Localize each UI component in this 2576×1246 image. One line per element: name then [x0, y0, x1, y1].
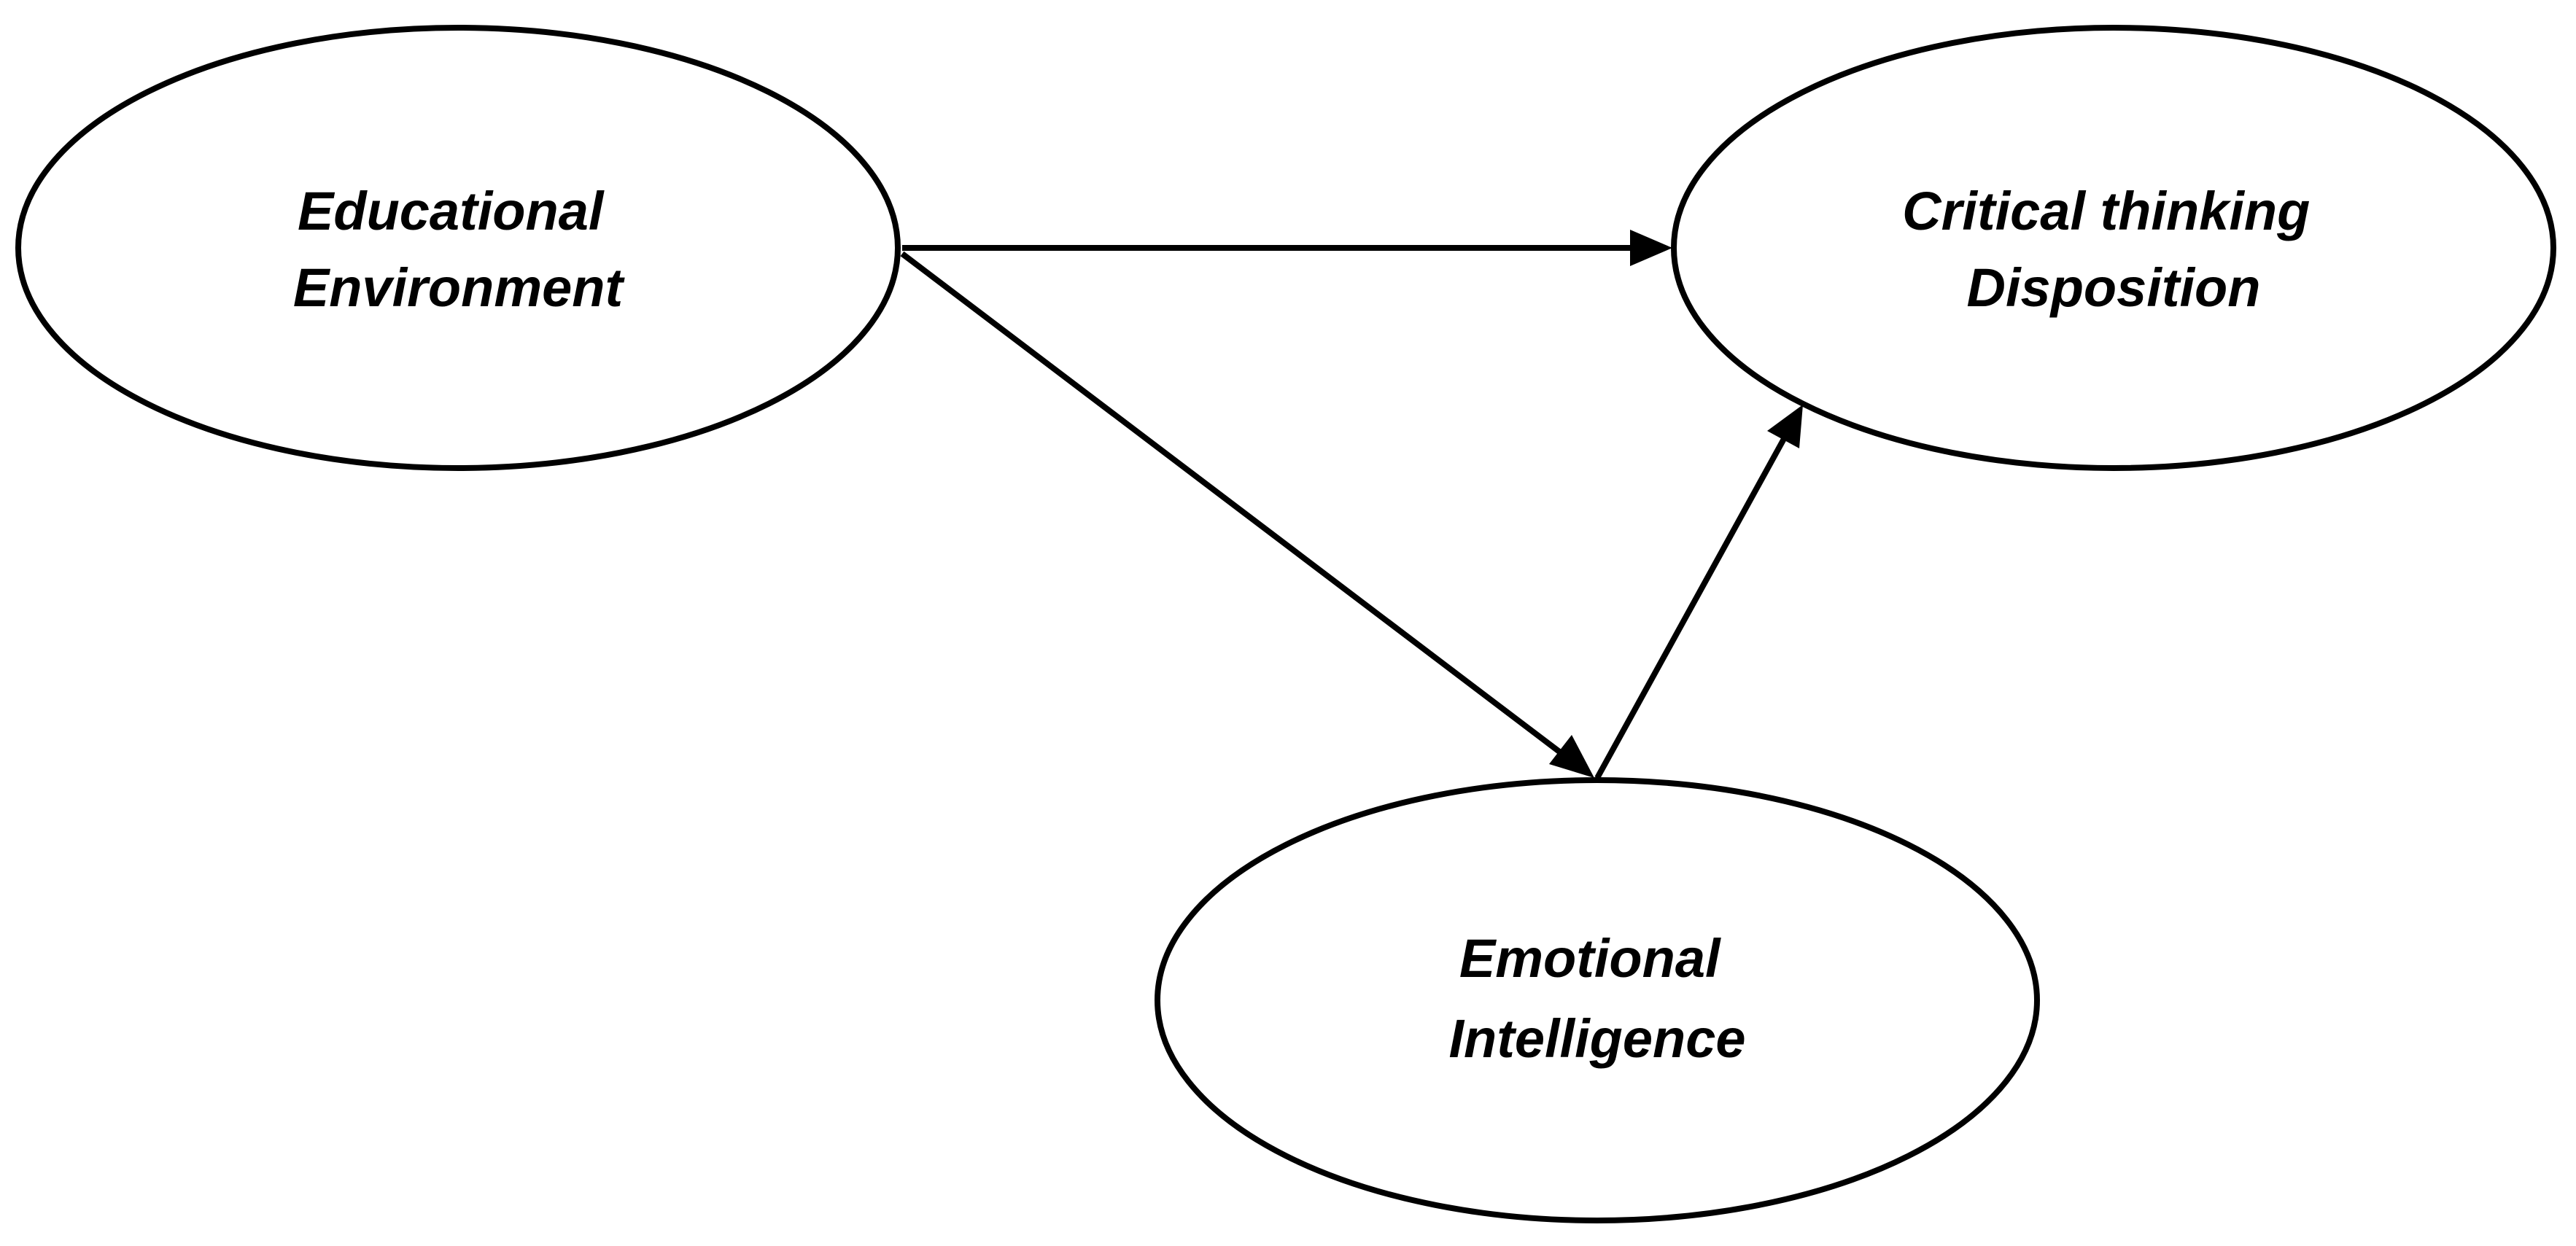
arrowhead: [1767, 405, 1803, 448]
node-label-line-1: Emotional: [1459, 928, 1721, 989]
node-critical-thinking-disposition: Critical thinking Disposition: [1671, 25, 2556, 471]
node-ellipse: [15, 25, 901, 471]
edge-line: [1594, 436, 1788, 779]
node-ellipse: [1671, 25, 2556, 471]
node-label: Educational Environment: [293, 181, 626, 318]
arrowhead: [1549, 735, 1594, 778]
node-label-line-2: Disposition: [1967, 257, 2261, 318]
node-label-line-2: Environment: [293, 257, 626, 318]
node-emotional-intelligence: Emotional Intelligence: [1155, 777, 2040, 1223]
node-label-line-2: Intelligence: [1448, 1008, 1745, 1069]
edge-line: [900, 251, 1567, 759]
arrowhead: [1630, 230, 1672, 266]
edge-educational-to-critical: [902, 230, 1672, 266]
node-label: Critical thinking Disposition: [1902, 181, 2325, 318]
node-label-line-1: Educational: [298, 181, 605, 241]
node-educational-environment: Educational Environment: [15, 25, 901, 471]
edge-educational-to-emotional: [900, 251, 1594, 778]
edge-emotional-to-critical: [1594, 405, 1803, 779]
node-ellipse: [1155, 777, 2040, 1223]
node-label: Emotional Intelligence: [1448, 928, 1745, 1069]
node-label-line-1: Critical thinking: [1902, 181, 2310, 241]
